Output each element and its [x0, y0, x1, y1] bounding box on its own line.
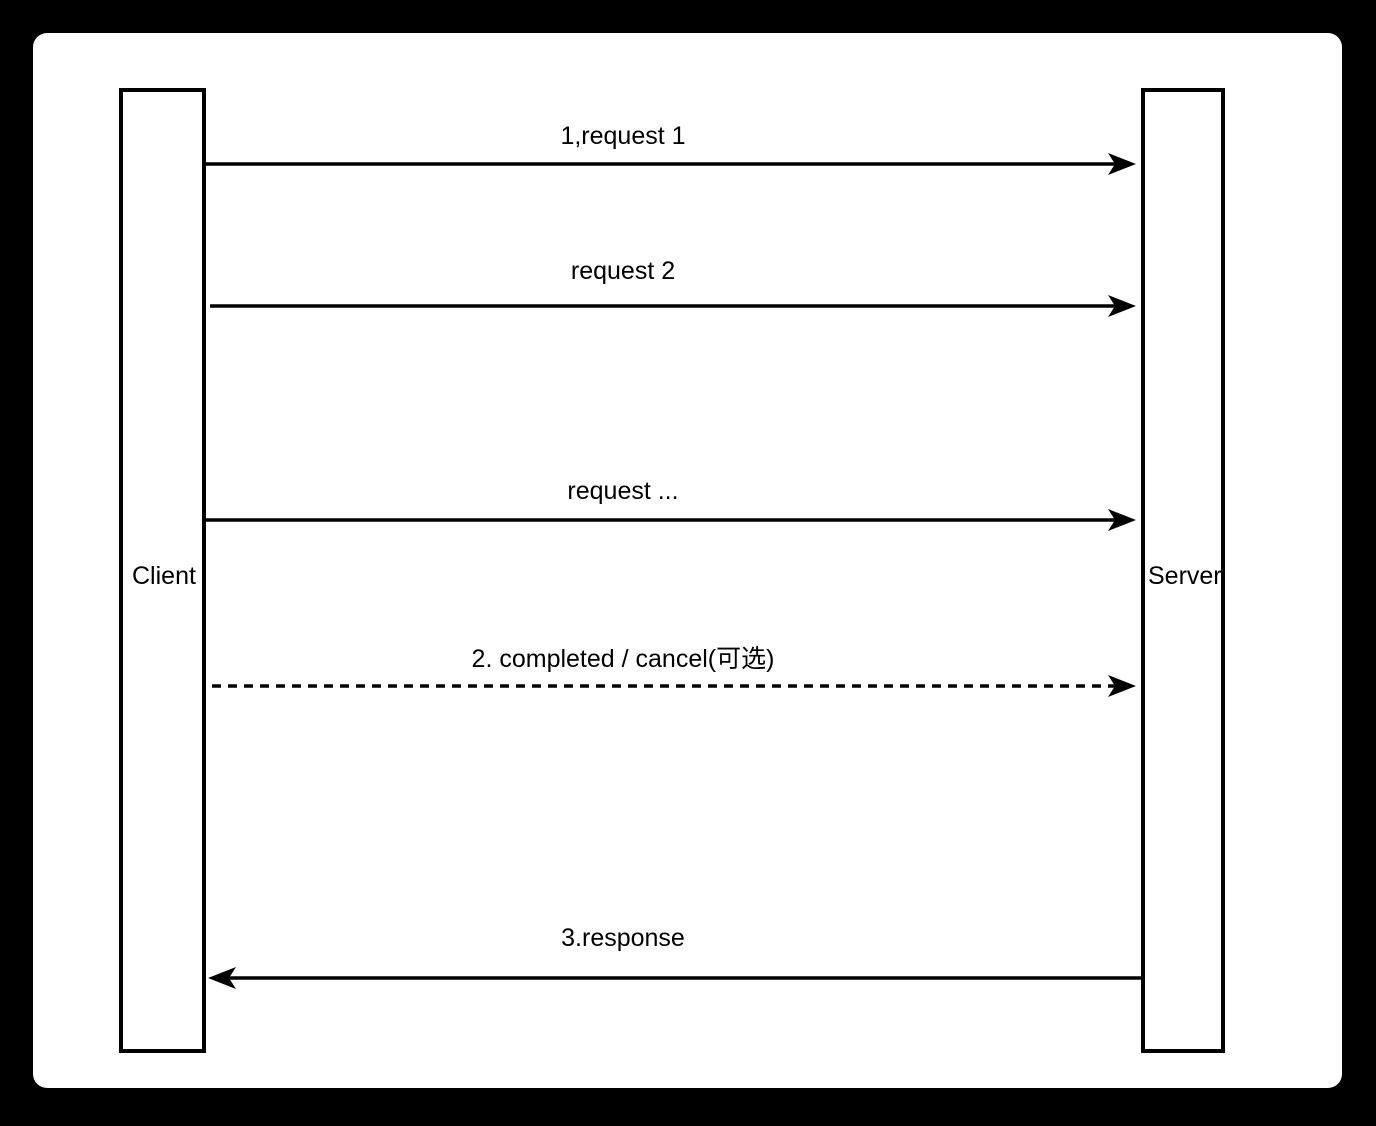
message-label-2: request 2: [571, 257, 675, 285]
arrow-head-right-icon-3: [1108, 509, 1136, 531]
message-label-3: request ...: [567, 477, 678, 505]
lifeline-box-server[interactable]: [1141, 88, 1225, 1053]
message-label-5: 3.response: [561, 924, 685, 952]
message-label-4: 2. completed / cancel(可选): [472, 645, 775, 673]
lifeline-label-server: Server: [1148, 562, 1222, 590]
arrow-head-right-icon-2: [1108, 295, 1136, 317]
arrow-head-right-icon-4: [1108, 675, 1136, 697]
arrow-head-left-icon-5: [208, 967, 236, 989]
message-label-1: 1,request 1: [560, 122, 685, 150]
lifeline-box-client[interactable]: [119, 88, 206, 1053]
lifeline-label-client: Client: [132, 562, 196, 590]
diagram-canvas-panel: [33, 33, 1342, 1088]
arrow-head-right-icon-1: [1108, 153, 1136, 175]
